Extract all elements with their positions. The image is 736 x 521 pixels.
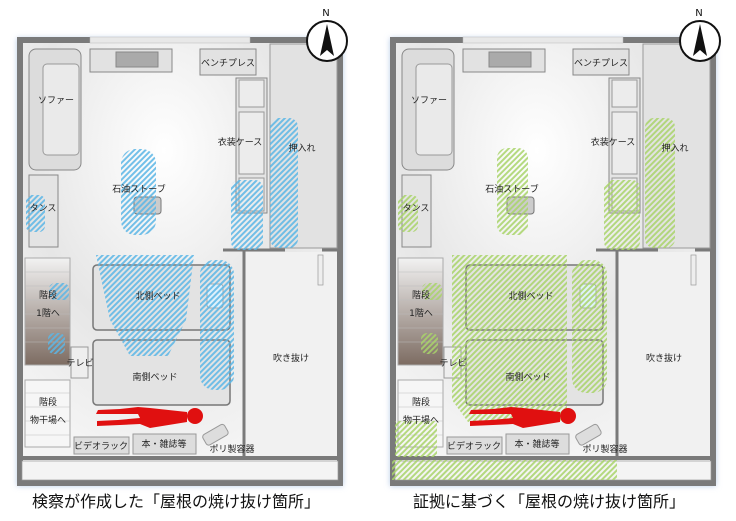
stairs-down bbox=[24, 379, 71, 448]
south-bed-label: 南側ベッド bbox=[132, 371, 177, 383]
victim-figure bbox=[469, 407, 576, 428]
burn-through-area bbox=[96, 255, 194, 356]
to-drying-area-label: 物干場へ bbox=[403, 414, 439, 426]
bench-press-label: ベンチプレス bbox=[574, 58, 628, 69]
north-compass-icon: N bbox=[679, 8, 721, 62]
tansu-label: タンス bbox=[30, 203, 57, 214]
atrium-label: 吹き抜け bbox=[273, 352, 309, 364]
clothes-case-drawer bbox=[611, 111, 638, 175]
atrium-area bbox=[617, 252, 710, 456]
books-shelf bbox=[505, 433, 570, 455]
stairs-label: 階段 bbox=[412, 396, 430, 408]
books-shelf bbox=[132, 433, 197, 455]
burn-through-areas bbox=[392, 118, 675, 480]
burn-through-area bbox=[392, 460, 617, 480]
bench-press-label: ベンチプレス bbox=[201, 58, 255, 69]
poly-container bbox=[202, 423, 229, 446]
atrium-label: 吹き抜け bbox=[646, 352, 682, 364]
north-bed-label: 北側ベッド bbox=[508, 290, 553, 302]
sofa-label: ソファー bbox=[411, 96, 447, 106]
to-drying-area-label: 物干場へ bbox=[30, 414, 66, 426]
clothes-case-drawer bbox=[238, 111, 265, 175]
burn-through-area bbox=[604, 180, 640, 250]
poly-container-label: ポリ製容器 bbox=[209, 443, 254, 455]
burn-through-areas bbox=[26, 118, 298, 390]
window bbox=[462, 36, 624, 44]
clothes-case-drawer bbox=[611, 79, 638, 108]
poly-container bbox=[575, 423, 602, 446]
bench-press bbox=[199, 48, 257, 76]
panel-caption: 検察が作成した「屋根の焼け抜け箇所」 bbox=[32, 492, 320, 511]
burn-through-area bbox=[48, 333, 65, 354]
tv-label: テレビ bbox=[439, 358, 466, 369]
north-compass-icon: N bbox=[306, 8, 348, 62]
door-handle bbox=[690, 254, 697, 286]
poly-container-label: ポリ製容器 bbox=[582, 443, 627, 455]
clothes-case-label: 衣装ケース bbox=[591, 136, 636, 148]
victim-figure bbox=[96, 407, 203, 428]
tv-label: テレビ bbox=[66, 358, 93, 369]
tv bbox=[70, 346, 89, 379]
to-first-floor-label: 1階へ bbox=[409, 308, 433, 319]
burn-through-area bbox=[231, 180, 263, 250]
sofa-seat bbox=[415, 63, 453, 156]
panel-caption: 証拠に基づく「屋根の焼け抜け箇所」 bbox=[413, 492, 685, 511]
video-rack-label: ビデオラック bbox=[447, 440, 501, 452]
burn-through-area bbox=[572, 260, 607, 393]
stairs-label: 階段 bbox=[412, 289, 430, 301]
floor-plan-evidence: ソファー ベンチプレス 衣装ケース 押入れ 石油ストーブ タンス 階段 1階へ … bbox=[390, 8, 721, 511]
closet-label: 押入れ bbox=[288, 142, 315, 154]
stairs-label: 階段 bbox=[39, 396, 57, 408]
books-label: 本・雑誌等 bbox=[514, 438, 559, 450]
kerosene-stove-label: 石油ストーブ bbox=[485, 183, 538, 195]
books-label: 本・雑誌等 bbox=[141, 438, 186, 450]
north-label: N bbox=[695, 8, 702, 19]
kerosene-stove-label: 石油ストーブ bbox=[112, 183, 165, 195]
burn-through-area bbox=[49, 283, 69, 300]
burn-through-area bbox=[395, 421, 437, 457]
burn-through-area bbox=[270, 118, 298, 248]
closet-label: 押入れ bbox=[661, 142, 688, 154]
tansu-label: タンス bbox=[403, 203, 430, 214]
burn-through-area bbox=[398, 195, 418, 232]
burn-through-area bbox=[497, 148, 528, 235]
burn-through-area bbox=[121, 149, 156, 235]
sofa-label: ソファー bbox=[38, 96, 74, 106]
video-rack bbox=[73, 436, 130, 455]
south-bed-label: 南側ベッド bbox=[505, 371, 550, 383]
tv-console-top bbox=[115, 51, 159, 68]
floor-plan-prosecution: ソファー ベンチプレス 衣装ケース 押入れ 石油ストーブ タンス 階段 1階へ … bbox=[17, 8, 348, 511]
to-first-floor-label: 1階へ bbox=[36, 308, 60, 319]
sofa-seat bbox=[42, 63, 80, 156]
burn-through-area bbox=[200, 260, 234, 390]
burn-through-area bbox=[421, 333, 438, 354]
clothes-case-drawer bbox=[238, 79, 265, 108]
north-label: N bbox=[322, 8, 329, 19]
stairs-label: 階段 bbox=[39, 289, 57, 301]
clothes-case-label: 衣装ケース bbox=[218, 136, 263, 148]
burn-through-area bbox=[26, 195, 45, 232]
door-handle bbox=[317, 254, 324, 286]
veranda bbox=[21, 460, 339, 481]
atrium-area bbox=[244, 252, 337, 456]
tv-console-top bbox=[488, 51, 532, 68]
burn-through-area bbox=[422, 283, 442, 300]
video-rack-label: ビデオラック bbox=[74, 440, 128, 452]
burn-through-area bbox=[645, 118, 675, 248]
window bbox=[89, 36, 251, 44]
burn-through-area bbox=[452, 255, 567, 422]
north-bed-label: 北側ベッド bbox=[135, 290, 180, 302]
bench-press bbox=[572, 48, 630, 76]
video-rack bbox=[446, 436, 503, 455]
